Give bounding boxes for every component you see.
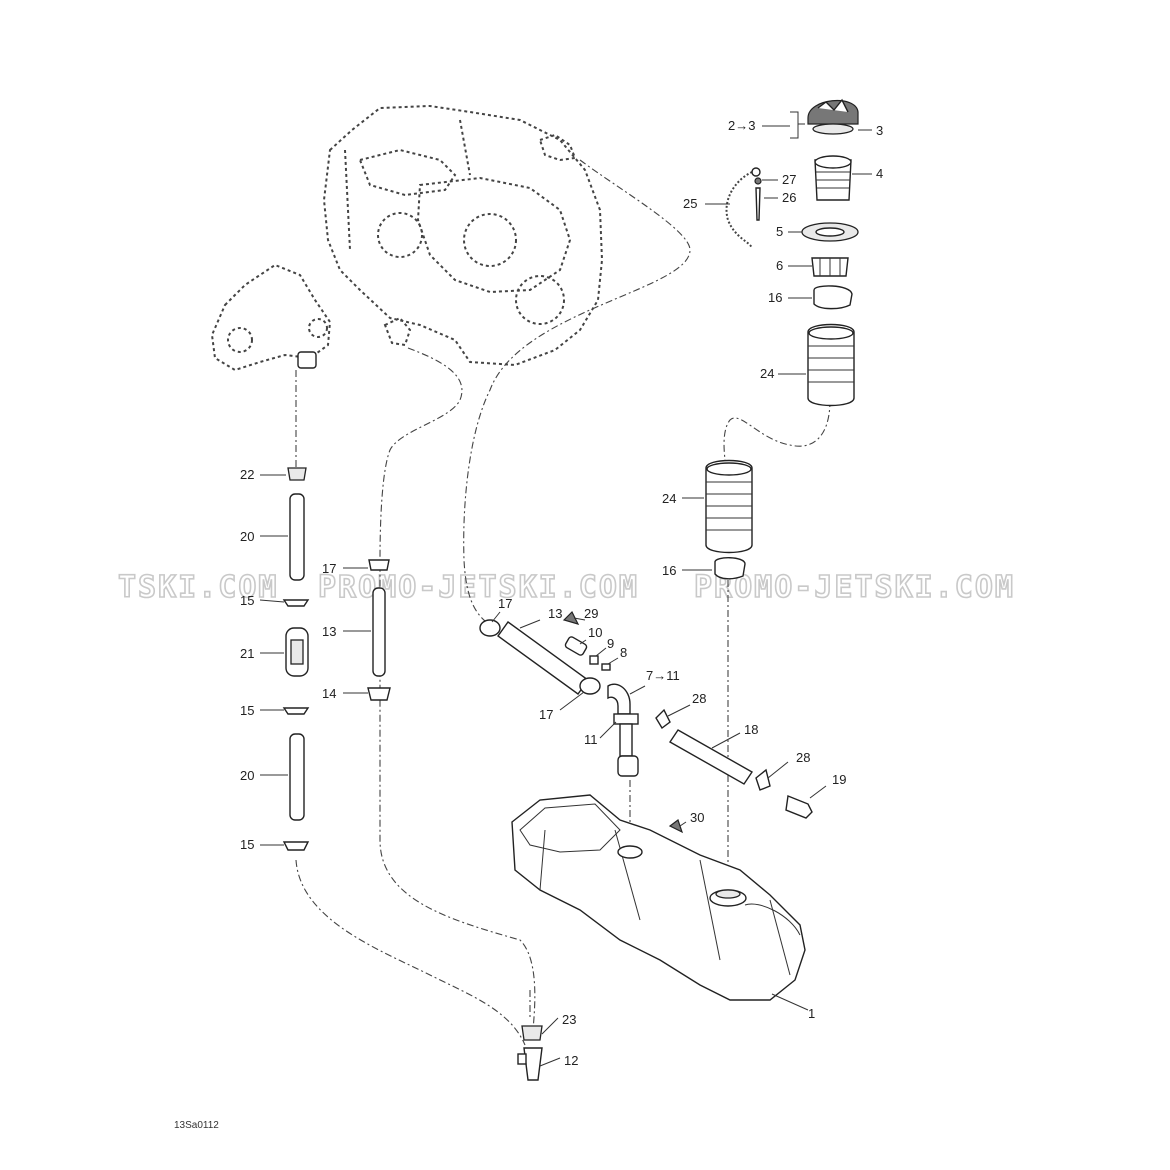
callout-13-right: 13: [548, 606, 562, 621]
lower-bellows-assembly: [705, 459, 753, 580]
watermark: TSKI.COM PROMO-JETSKI.COM PROMO-JETSKI.C…: [117, 569, 1015, 606]
hose-20-upper: [289, 493, 305, 581]
callout-25: 25: [683, 196, 697, 211]
callout-13-left: 13: [322, 624, 336, 639]
clamp-28-lower: [755, 768, 771, 791]
drain-fitting: [517, 1025, 543, 1081]
callout-5: 5: [776, 224, 783, 239]
callout-24-top: 24: [760, 366, 774, 381]
clamp-17-right: [479, 619, 501, 637]
engine-ghost-outline: [322, 104, 604, 367]
fitting-11: [613, 713, 639, 725]
cap-gasket: [812, 123, 854, 135]
clamp-17-left: [368, 559, 390, 571]
callout-23: 23: [562, 1012, 576, 1027]
callout-24-mid: 24: [662, 491, 676, 506]
leader-lines: [259, 111, 872, 1067]
callout-27: 27: [782, 172, 796, 187]
grommet-22: [287, 467, 307, 481]
callout-22: 22: [240, 467, 254, 482]
callout-30: 30: [690, 810, 704, 825]
seat-8: [601, 663, 611, 671]
left-hose-column: [282, 467, 310, 851]
tank-pickup-opening: [617, 845, 643, 859]
tether-assembly: [725, 167, 762, 249]
elbow-7-11: [607, 683, 631, 715]
engine-fittings: [383, 133, 577, 347]
pickup-filter: [617, 755, 639, 777]
callout-17-lower: 17: [539, 707, 553, 722]
callout-9: 9: [607, 636, 614, 651]
check-valve-19: [785, 795, 813, 819]
callout-16-mid: 16: [662, 563, 676, 578]
clamp-28-upper: [655, 708, 671, 730]
callout-19: 19: [832, 772, 846, 787]
callout-10: 10: [588, 625, 602, 640]
callout-12: 12: [564, 1053, 578, 1068]
callout-20-upper: 20: [240, 529, 254, 544]
clamp-14: [367, 687, 391, 701]
central-fuel-pickup: [479, 610, 813, 834]
callout-6: 6: [776, 258, 783, 273]
callout-29: 29: [584, 606, 598, 621]
watermark-middle: PROMO-JETSKI.COM: [318, 570, 639, 605]
watermark-left: TSKI.COM: [118, 570, 279, 605]
callout-21: 21: [240, 646, 254, 661]
callout-1: 1: [808, 1006, 815, 1021]
callout-17-left: 17: [322, 561, 336, 576]
callout-26: 26: [782, 190, 796, 205]
fuel-tank: [511, 794, 806, 1001]
drawing-reference-code: 13Sa0112: [174, 1120, 219, 1131]
clamp-15-mid: [282, 707, 310, 715]
callout-28-upper: 28: [692, 691, 706, 706]
upper-bellows-hose: [807, 323, 855, 407]
filler-cap: [807, 99, 859, 125]
callout-20-lower: 20: [240, 768, 254, 783]
clamp-15-upper: [282, 599, 310, 607]
clamp-15-lower: [282, 841, 310, 851]
valve-10: [564, 636, 588, 656]
watermark-right: PROMO-JETSKI.COM: [694, 570, 1015, 605]
filler-cap-assembly: [801, 98, 859, 407]
callout-16-top: 16: [768, 290, 782, 305]
lower-clamp: [714, 557, 746, 580]
fitting-12: [523, 1047, 543, 1081]
hose-20-lower: [289, 733, 305, 821]
cap-grip-detail: [817, 98, 849, 113]
callout-7-to-11: 7→11: [646, 668, 680, 683]
callout-28-lower: 28: [796, 750, 810, 765]
hose-13-left: [372, 587, 386, 677]
spring-9: [589, 655, 599, 665]
callout-labels: 2→3 3 4 27 26 25 5 6 16 24 22 20 15 21 1…: [240, 118, 883, 1068]
callout-3: 3: [876, 123, 883, 138]
callout-15-lower: 15: [240, 837, 254, 852]
callout-8: 8: [620, 645, 627, 660]
callout-2-to-3: 2→3: [728, 118, 755, 133]
fuel-pump-ghost: [210, 263, 332, 372]
callout-17-right: 17: [498, 596, 512, 611]
callout-15-mid: 15: [240, 703, 254, 718]
pickup-tube: [619, 723, 633, 757]
callout-4: 4: [876, 166, 883, 181]
callout-18: 18: [744, 722, 758, 737]
hose-13-right: [497, 621, 589, 695]
vent-hose-18: [669, 729, 753, 785]
grommet-23: [521, 1025, 543, 1041]
pump-outlet-fitting: [297, 351, 317, 369]
callout-14: 14: [322, 686, 336, 701]
upper-clamp: [813, 285, 853, 310]
clamp-17-lower: [579, 677, 601, 695]
middle-hose-column: [367, 559, 391, 701]
callout-15-upper: 15: [240, 593, 254, 608]
callout-11: 11: [584, 732, 598, 747]
hose-routing: [295, 159, 831, 1046]
